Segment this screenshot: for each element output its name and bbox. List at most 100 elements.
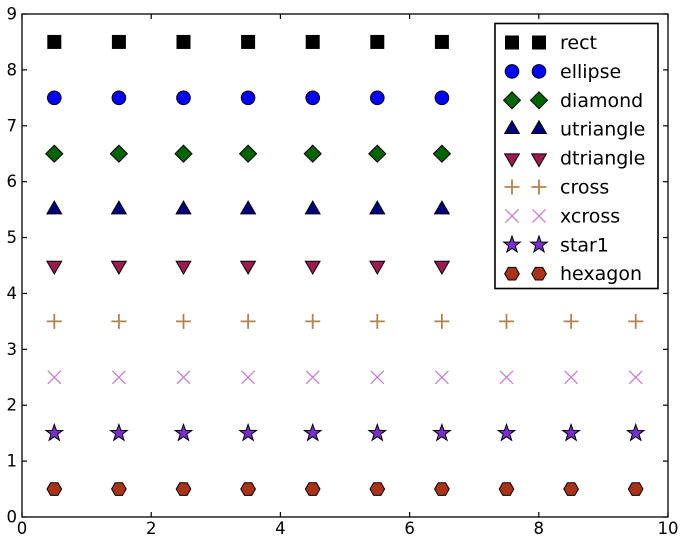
marker-hexagon <box>175 482 192 496</box>
legend-diamond-marker-icon <box>529 91 549 110</box>
marker-dtriangle <box>304 260 321 276</box>
marker-dtriangle <box>110 260 128 276</box>
marker-xcross <box>434 370 449 385</box>
marker-xcross <box>628 370 643 385</box>
legend-ellipse-marker-icon <box>531 64 547 79</box>
marker-rect <box>370 34 385 49</box>
marker-ellipse <box>111 90 127 106</box>
marker-ellipse <box>369 90 385 106</box>
axis-ticks <box>21 13 669 518</box>
marker-diamond <box>45 144 64 163</box>
y-tick-label: 7 <box>7 116 18 135</box>
legend-utriangle-marker-icon <box>503 119 521 134</box>
marker-dtriangle <box>369 260 386 276</box>
legend-rect-marker-icon <box>532 35 546 50</box>
series-star1 <box>44 422 646 442</box>
marker-rect <box>111 34 126 49</box>
y-tick-label: 1 <box>7 452 18 471</box>
marker-cross <box>369 313 385 329</box>
y-tick-label: 5 <box>7 228 18 247</box>
marker-hexagon <box>304 482 321 496</box>
marker-hexagon <box>627 482 644 496</box>
marker-diamond <box>303 144 322 163</box>
legend-entry-rect: rect <box>505 32 597 54</box>
marker-rect <box>241 34 256 49</box>
legend-entry-star1: star1 <box>502 234 609 256</box>
marker-cross <box>46 313 62 329</box>
legend-hexagon-marker-icon <box>531 266 547 281</box>
legend-entry-utriangle: utriangle <box>503 119 645 141</box>
marker-diamond <box>238 144 258 163</box>
marker-hexagon <box>46 482 63 496</box>
legend-dtriangle-marker-icon <box>503 153 521 168</box>
marker-utriangle <box>369 200 386 215</box>
series-cross <box>46 313 644 329</box>
marker-hexagon <box>498 482 515 496</box>
marker-star1 <box>44 422 65 442</box>
y-tick-label: 3 <box>7 340 18 359</box>
marker-hexagon <box>240 482 256 496</box>
legend-cross-marker-icon <box>504 179 520 195</box>
marker-cross <box>305 313 321 329</box>
legend-utriangle-marker-icon <box>530 119 548 134</box>
legend-rect-marker-icon <box>505 35 519 50</box>
marker-cross <box>628 313 644 329</box>
legend-label-star1: star1 <box>560 234 609 256</box>
legend-label-dtriangle: dtriangle <box>560 148 645 170</box>
legend-diamond-marker-icon <box>502 91 522 110</box>
marker-diamond <box>432 144 452 163</box>
marker-xcross <box>47 370 62 385</box>
marker-rect <box>305 34 320 49</box>
x-tick-label: 6 <box>404 519 415 538</box>
x-tick-label: 8 <box>534 519 545 538</box>
marker-star1 <box>367 422 388 442</box>
y-tick-label: 4 <box>7 284 18 303</box>
y-tick-label: 9 <box>7 5 18 24</box>
marker-star1 <box>432 422 452 442</box>
marker-rect <box>47 34 62 49</box>
y-tick-label: 2 <box>7 396 18 415</box>
marker-utriangle <box>175 200 192 215</box>
y-tick-label: 8 <box>7 60 18 79</box>
marker-diamond <box>368 144 387 163</box>
marker-xcross <box>370 370 385 385</box>
marker-xcross <box>499 370 514 385</box>
plot-frame <box>21 13 669 518</box>
legend-entry-cross: cross <box>504 177 609 199</box>
marker-ellipse <box>305 90 321 106</box>
series-hexagon <box>46 482 644 496</box>
y-tick-label: 6 <box>7 172 18 191</box>
marker-rect <box>434 34 449 49</box>
legend-label-xcross: xcross <box>560 205 620 227</box>
legend-star1-marker-icon <box>502 234 522 254</box>
legend-label-hexagon: hexagon <box>560 263 642 285</box>
legend-hexagon-marker-icon <box>504 266 520 281</box>
marker-star1 <box>109 422 129 442</box>
marker-dtriangle <box>175 260 192 276</box>
legend-label-rect: rect <box>560 32 597 54</box>
marker-ellipse <box>434 90 450 106</box>
legend-entry-hexagon: hexagon <box>504 263 642 285</box>
marker-utriangle <box>433 200 451 215</box>
marker-hexagon <box>434 482 450 496</box>
marker-diamond <box>109 144 129 163</box>
legend-label-ellipse: ellipse <box>560 61 621 83</box>
legend-label-cross: cross <box>560 177 609 199</box>
marker-cross <box>499 313 514 329</box>
legend-entry-ellipse: ellipse <box>504 61 621 83</box>
marker-rect <box>176 34 191 49</box>
y-tick-label: 0 <box>7 508 18 527</box>
marker-cross <box>563 313 579 329</box>
legend-entry-dtriangle: dtriangle <box>503 148 645 170</box>
marker-star1 <box>173 422 194 442</box>
x-tick-label: 4 <box>275 519 286 538</box>
legend-xcross-marker-icon <box>532 208 546 223</box>
series-xcross <box>47 370 643 385</box>
marker-cross <box>240 313 256 329</box>
legend-cross-marker-icon <box>531 179 547 195</box>
marker-dtriangle <box>46 260 63 276</box>
x-tick-label: 10 <box>658 519 679 538</box>
legend-entry-diamond: diamond <box>502 90 643 112</box>
